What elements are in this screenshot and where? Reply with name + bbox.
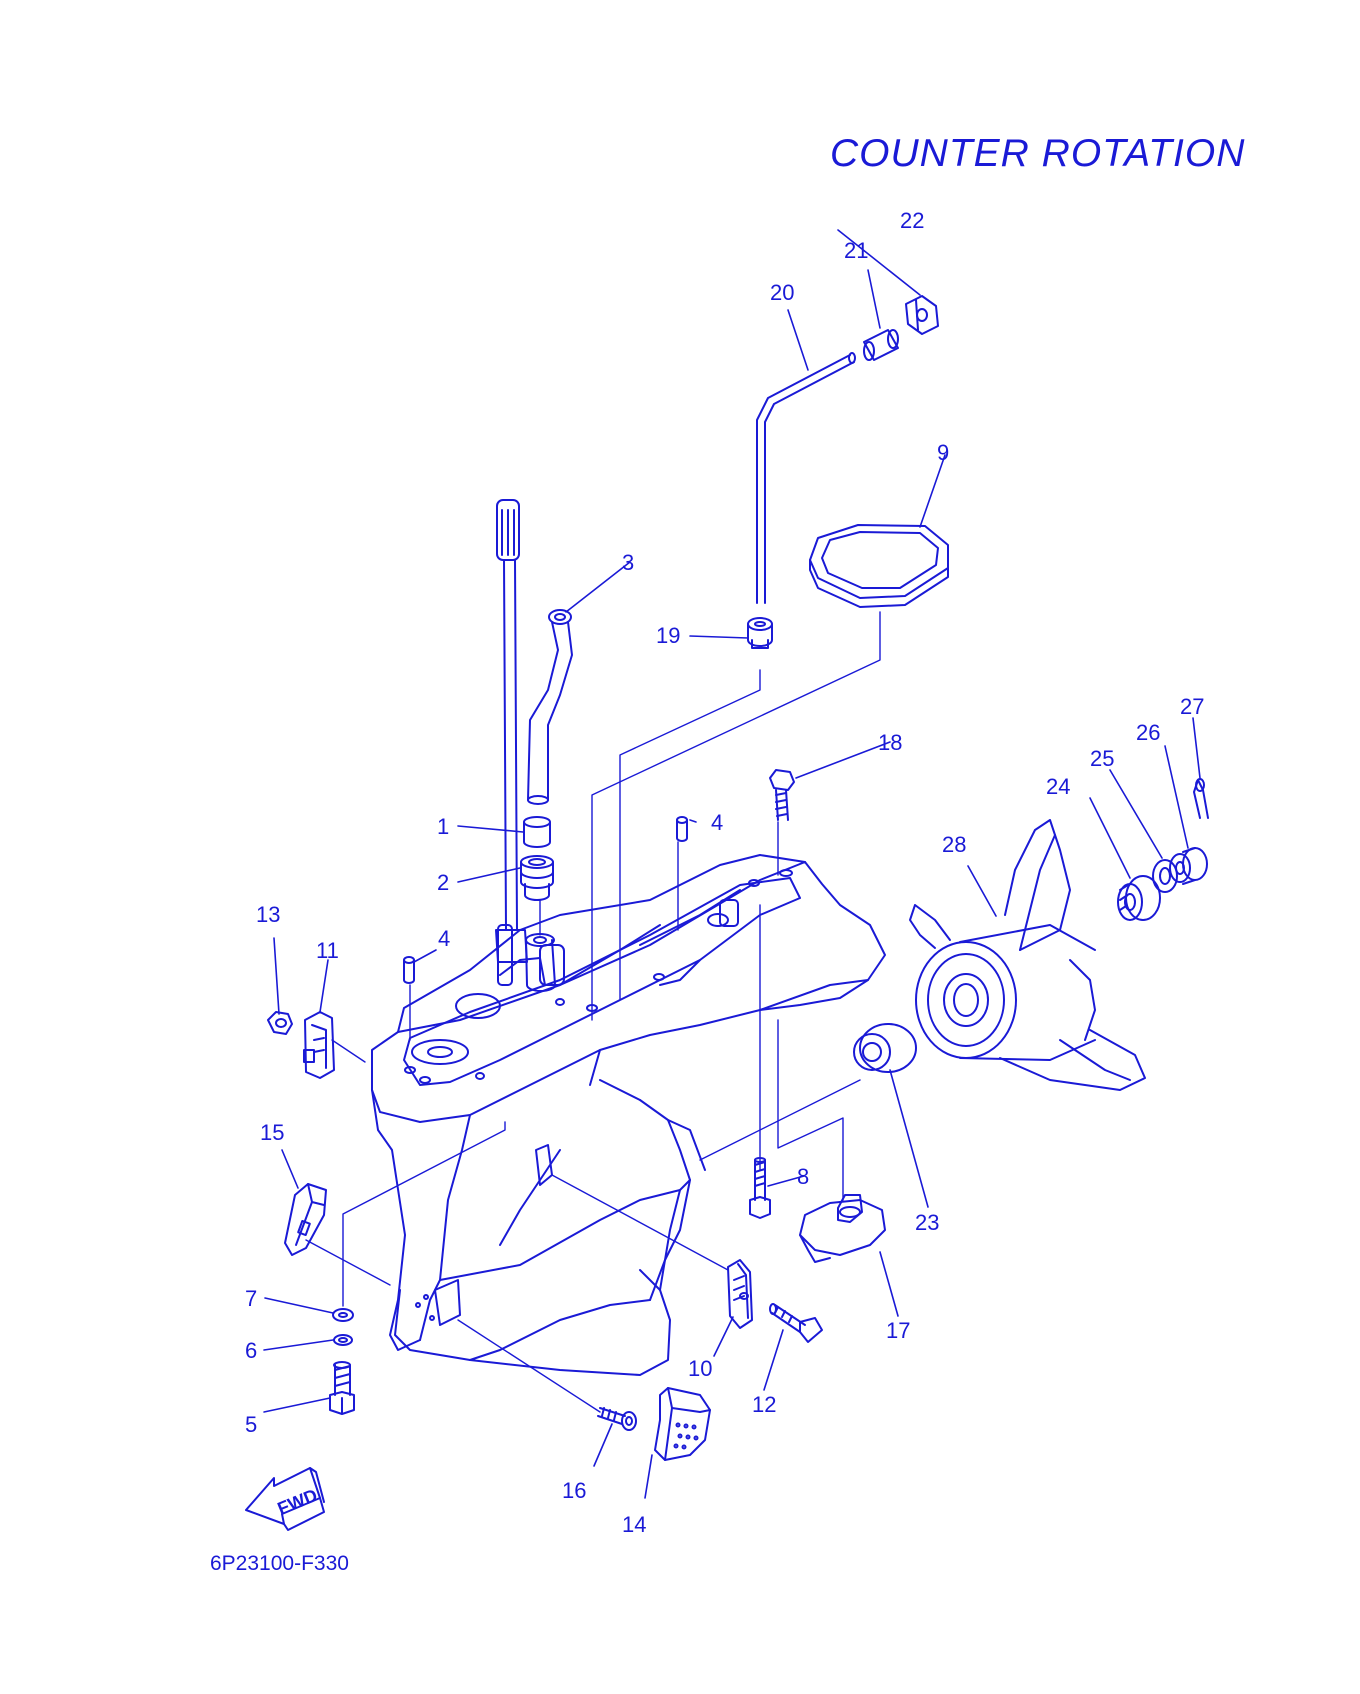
callout-4a: 4 [438,926,450,951]
part-14-anode [655,1388,710,1460]
part-1-bushing [524,817,550,847]
callout-2: 2 [437,870,449,895]
callout-4b: 4 [711,810,723,835]
drive-shaft [496,500,527,962]
fwd-label: FWD [275,1485,320,1519]
callout-labels: 1 2 3 4 4 5 6 7 8 9 10 11 12 13 14 15 16… [210,208,1204,1575]
lower-casing [372,855,885,1375]
callout-7: 7 [245,1286,257,1311]
callout-13: 13 [256,902,280,927]
callout-25: 25 [1090,746,1114,771]
part-19-grommet [748,618,772,648]
part-6-spring-washer [334,1335,352,1345]
part-22-grommet [906,296,938,334]
part-4-dowel-pin-a [404,957,414,983]
part-3-water-tube [528,610,572,804]
part-13-nut [268,1012,292,1034]
callout-26: 26 [1136,720,1160,745]
callout-9: 9 [937,440,949,465]
part-5-bolt [330,1362,354,1414]
part-18-bolt [770,770,794,820]
callout-23: 23 [915,1210,939,1235]
part-2-grommet [521,856,553,900]
part-26-nut [1170,848,1207,884]
callout-11: 11 [316,938,339,963]
part-25-washer [1153,860,1177,892]
callout-20: 20 [770,280,794,305]
callout-1: 1 [437,814,449,839]
callout-24: 24 [1046,774,1070,799]
callout-16: 16 [562,1478,586,1503]
part-16-screw [598,1408,636,1430]
callout-28: 28 [942,832,966,857]
part-21-sleeve [864,330,898,360]
callout-21: 21 [844,238,868,263]
part-28-propeller [910,820,1145,1090]
part-17-trim-tab [800,1195,885,1262]
part-23-seal [854,1024,916,1072]
callout-17: 17 [886,1318,910,1343]
fwd-arrow-icon: FWD [246,1468,324,1530]
assembly-lines [305,611,881,1413]
diagram-title: COUNTER ROTATION [830,132,1245,175]
callout-18: 18 [878,730,902,755]
callout-5: 5 [245,1412,257,1437]
part-12-screw [770,1304,822,1342]
callout-15: 15 [260,1120,284,1145]
callout-14: 14 [622,1512,646,1537]
callout-12: 12 [752,1392,776,1417]
callout-3: 3 [622,550,634,575]
part-9-gasket [810,525,948,607]
part-24-spacer [1118,876,1160,920]
leader-lines [263,229,1201,1499]
callout-19: 19 [656,623,680,648]
callout-6: 6 [245,1338,257,1363]
callout-27: 27 [1180,694,1204,719]
part-20-tube [757,353,855,603]
part-4-dowel-pin-b [677,817,687,841]
part-7-washer [333,1309,353,1321]
part-15-anode [285,1184,326,1255]
callout-8: 8 [797,1164,809,1189]
diagram-code: 6P23100-F330 [210,1552,349,1575]
part-27-cotter-pin [1194,779,1208,818]
part-10-anode [728,1260,752,1328]
callout-10: 10 [688,1356,712,1381]
part-11-anode [304,1012,334,1078]
callout-22: 22 [900,208,924,233]
